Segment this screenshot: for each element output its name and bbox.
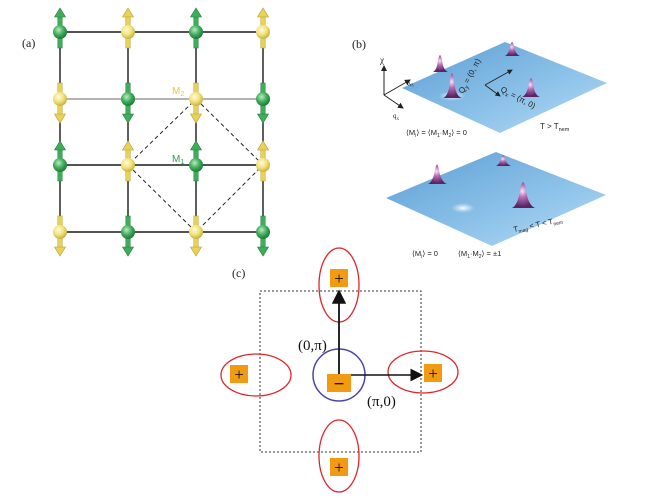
peak-qx-right [522,78,540,97]
peak-qy-top [433,55,448,72]
peak-qx-left [443,73,462,98]
m1-label: M1 [172,154,184,166]
sign-box-right [424,364,442,382]
green-spin [53,7,67,49]
sign-center: − [334,374,345,395]
yellow-spin [256,7,270,49]
pocket-left [220,353,292,397]
m2-label: M2 [172,86,184,98]
qy-label: qy [405,78,416,90]
yellow-spin [256,140,270,182]
peak-bottom-left [428,164,447,184]
yellow-spin [53,215,67,257]
peak-bottom-bump [451,203,475,213]
bottom-order-parameter-2: ⟨M1·M2⟩ = ±1 [458,249,501,260]
peak-qy-back [505,42,520,56]
green-spin [256,82,270,124]
yellow-spin [189,82,203,124]
green-spin [121,82,135,124]
chi-label: χ [379,55,384,65]
sign-box-center [327,374,351,392]
electron-pockets [220,247,459,493]
green-spin [189,140,203,182]
yellow-spin [189,215,203,257]
sign-top: + [334,269,344,288]
green-spin [53,140,67,182]
pocket-right [387,350,459,394]
green-spin [256,215,270,257]
brillouin-zone [259,290,422,453]
panel-c-label: (c) [232,266,245,280]
magnetic-unit-cell [127,98,264,233]
sign-box-top [330,269,348,287]
label-0-pi: (0,π) [298,338,327,354]
spin-lattice [53,7,270,257]
sign-bottom: + [334,458,344,477]
panel-b: (b) χ qy qx Qy = (0, π) Qx = (π, 0) ⟨Mi⟩… [352,37,607,260]
susceptibility-surface-top [402,42,607,133]
qx-label: qx [393,112,400,122]
sign-left: + [234,365,244,384]
top-order-parameter: ⟨Mi⟩ = ⟨M1·M2⟩ = 0 [406,128,467,139]
label-pi-0: (π,0) [367,394,396,410]
peak-bottom-right [512,182,535,208]
q-vectors [484,69,513,97]
bottom-order-parameter-1: ⟨Mi⟩ = 0 [412,249,438,260]
pocket-bottom [318,419,360,493]
yellow-spin [121,7,135,49]
peak-bottom-back [496,155,511,166]
sign-box-left [230,365,248,383]
yellow-spin [53,82,67,124]
panel-a-label: (a) [22,36,35,50]
susceptibility-surface-bottom [386,152,606,246]
lattice-bonds [59,31,264,233]
panel-a: (a) M2 M1 [22,7,270,257]
panel-b-label: (b) [352,37,366,51]
green-spin [121,215,135,257]
top-temperature: T > Tnem [540,122,570,133]
axes-top [381,65,411,109]
sign-box-bottom [330,458,348,476]
green-spin [189,7,203,49]
yellow-spin [121,140,135,182]
panel-c: (c) + + + + − (0,π) (π,0) [220,247,459,493]
sign-right: + [428,364,438,383]
